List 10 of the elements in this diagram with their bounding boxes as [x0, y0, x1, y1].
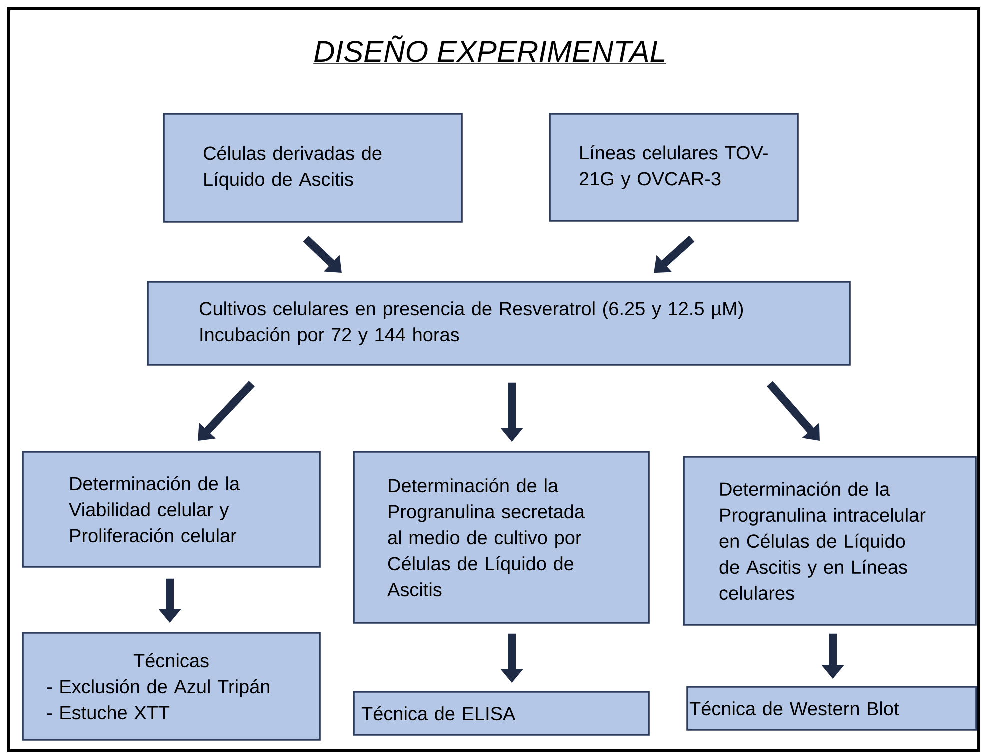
process-box: Técnica de ELISA: [353, 691, 650, 736]
process-box: Células derivadas de Líquido de Ascitis: [163, 113, 463, 223]
process-box: Determinación de la Progranulina intracelular en Células de Líquido de Ascitis y en Líneas celulares: [683, 456, 977, 626]
process-box: Técnica de Western Blot: [686, 686, 978, 731]
process-box: Determinación de la Viabilidad celular y Proliferación celular: [22, 451, 321, 568]
process-box: Cultivos celulares en presencia de Resveratrol (6.25 y 12.5 µM) Incubación por 72 y 144 horas: [147, 281, 851, 366]
title: DISEÑO EXPERIMENTAL: [313, 36, 667, 64]
process-box: Técnicas - Exclusión de Azul Tripán - Estuche XTT: [22, 632, 321, 741]
process-box: Líneas celulares TOV-21G y OVCAR-3: [549, 113, 799, 222]
process-box: Determinación de la Progranulina secretada al medio de cultivo por Células de Líquido de Ascitis: [353, 451, 650, 624]
